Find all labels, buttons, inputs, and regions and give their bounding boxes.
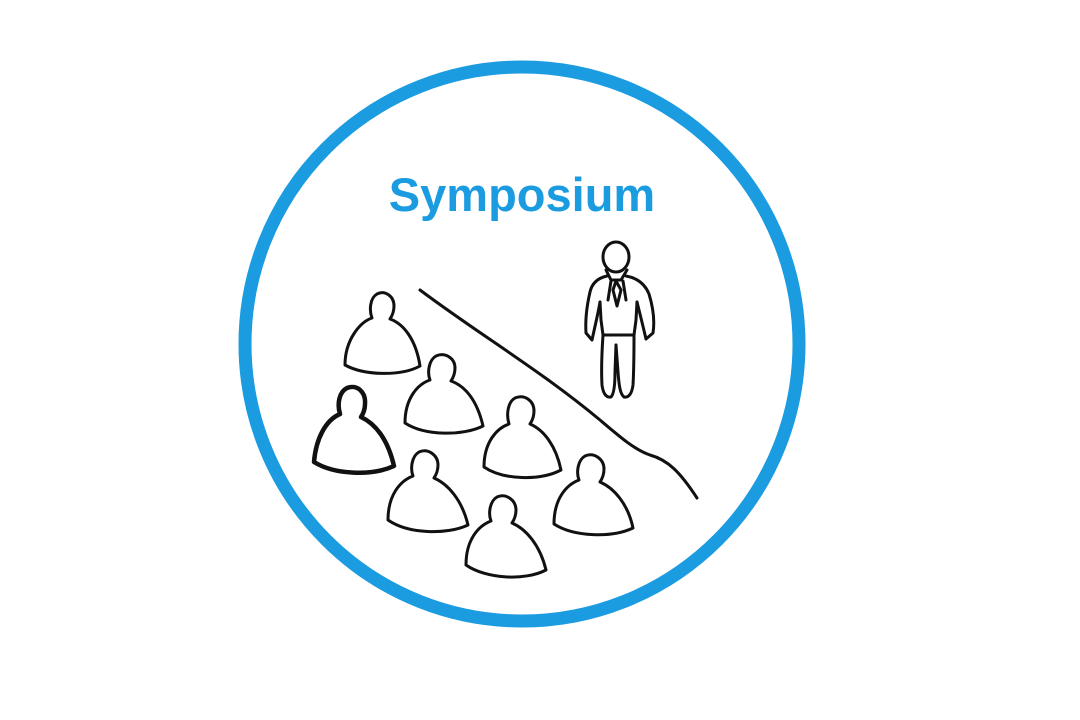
audience-icon [311,291,635,579]
audience-member-icon [552,453,635,537]
audience-member-icon [403,353,485,435]
stage-divider-icon [418,288,699,500]
speaker-icon [584,240,656,399]
audience-member-icon [386,449,470,534]
audience-member-icon [464,494,548,579]
circle-frame-icon [238,60,806,628]
badge-title: Symposium [389,168,655,221]
audience-member-icon [482,395,563,479]
audience-member-icon [343,291,422,375]
audience-member-icon [311,384,397,475]
